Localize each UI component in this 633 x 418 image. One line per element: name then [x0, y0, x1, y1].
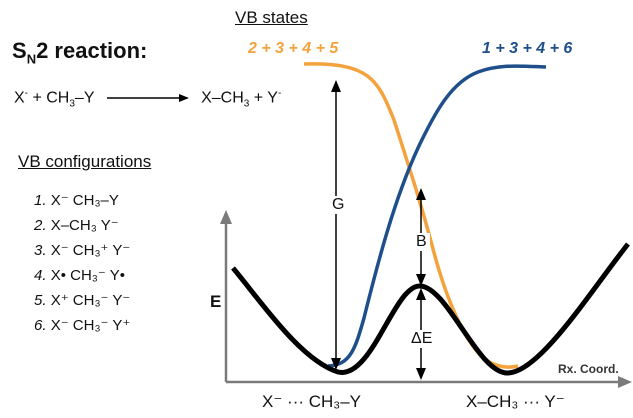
product-plus-y: + Y: [249, 89, 278, 107]
configuration-number: 2.: [34, 217, 47, 234]
vb-configurations-heading: VB configurations: [18, 152, 152, 171]
configuration-number: 3.: [34, 242, 47, 259]
configuration-text: X⁻ CH₃⁻ Y⁺: [50, 317, 131, 334]
energy-axis-label: E: [210, 292, 222, 311]
configuration-text: X⁻ CH₃⁺ Y⁻: [50, 242, 131, 259]
y-axis-arrow-icon: [220, 210, 232, 224]
vb-state-blue-label: 1 + 3 + 4 + 6: [482, 40, 573, 57]
title-sub-n: N: [26, 51, 37, 67]
g-label: G: [328, 196, 349, 214]
configuration-item: 5. X⁺ CH₃⁻ Y⁻: [34, 291, 130, 309]
reactant-sub3: 3: [69, 98, 75, 110]
reactant-x-charge: -: [24, 88, 29, 99]
configuration-number: 1.: [34, 192, 47, 209]
configuration-item: 6. X⁻ CH₃⁻ Y⁺: [34, 316, 130, 334]
blue-vb-curve: [327, 64, 547, 368]
x-axis-arrow-icon: [618, 376, 632, 388]
product-y-charge: -: [277, 88, 282, 99]
title-s: S: [12, 38, 27, 63]
page-title: SN2 reaction:: [12, 38, 147, 66]
configuration-number: 4.: [34, 267, 47, 284]
reaction-equation: X- + CH3–Y X–CH3 + Y-: [14, 88, 281, 110]
delta-e-label: ΔE: [408, 330, 436, 348]
g-gap-arrow: [331, 80, 341, 370]
title-rest: 2 reaction:: [36, 38, 148, 63]
reactant-complex-label: X⁻ ··· CH₃–Y: [262, 392, 362, 411]
product-xch: X–CH: [201, 89, 244, 107]
product-sub3: 3: [243, 98, 250, 110]
reactant-plus-ch: + CH: [28, 89, 70, 107]
b-label: B: [413, 233, 430, 251]
vb-states-heading: VB states: [235, 8, 308, 27]
configuration-number: 5.: [34, 292, 47, 309]
energy-profile-curve: [231, 242, 630, 376]
configuration-text: X• CH₃⁻ Y•: [50, 267, 125, 284]
product-complex-label: X–CH₃ ··· Y⁻: [466, 392, 565, 411]
axes: [220, 210, 632, 388]
configuration-text: X⁺ CH₃⁻ Y⁻: [50, 292, 131, 309]
configuration-text: X⁻ CH₃–Y: [50, 192, 119, 209]
configuration-item: 2. X–CH₃ Y⁻: [34, 216, 119, 234]
configuration-item: 4. X• CH₃⁻ Y•: [34, 266, 125, 284]
reaction-arrow-icon: [106, 94, 189, 103]
configuration-item: 1. X⁻ CH₃–Y: [34, 191, 119, 209]
configuration-number: 6.: [34, 317, 47, 334]
configuration-item: 3. X⁻ CH₃⁺ Y⁻: [34, 241, 130, 259]
configuration-text: X–CH₃ Y⁻: [50, 217, 119, 234]
vb-state-orange-label: 2 + 3 + 4 + 5: [248, 40, 339, 57]
reactant-x: X: [14, 89, 25, 107]
reactant-bond-y: –Y: [74, 89, 95, 107]
reaction-coordinate-label: Rx. Coord.: [558, 362, 619, 376]
